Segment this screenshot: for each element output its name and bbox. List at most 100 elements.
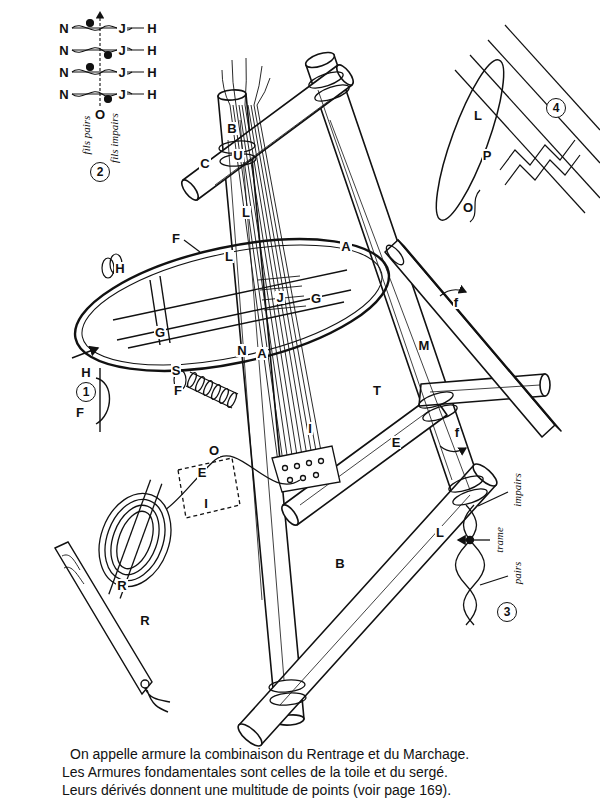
part-letter: F <box>173 384 183 397</box>
heddle-rods-part <box>128 302 344 348</box>
peg-block-part <box>301 476 306 481</box>
callout-circle: 4 <box>546 98 566 118</box>
lashings-part <box>270 691 307 706</box>
warp-threads-part <box>254 105 318 462</box>
part-letter: N <box>236 344 247 357</box>
thread-spool-part <box>110 506 161 573</box>
figure-one <box>72 348 110 432</box>
part-letter: E <box>197 466 208 479</box>
thread-spool-part <box>94 491 175 589</box>
figure-two-part <box>87 20 94 27</box>
thread-spool-part <box>87 483 184 596</box>
wood-grain-part <box>280 495 470 705</box>
part-letter: J <box>275 291 284 304</box>
figure-four-part <box>424 54 516 226</box>
loom-logs-part <box>304 49 336 70</box>
part-letter: M <box>418 339 431 352</box>
figure-three-part <box>456 505 477 625</box>
lashings-part <box>313 81 351 104</box>
annotation: fils pairs <box>80 115 92 156</box>
part-letter: F <box>171 232 181 245</box>
warp-threads-part <box>258 276 306 310</box>
annotation: fils impairs <box>108 112 120 164</box>
warp-threads-part <box>257 78 270 105</box>
part-letter: O <box>208 444 220 457</box>
peg-block <box>165 446 340 518</box>
warp-threads-part <box>251 105 313 462</box>
lashings-part <box>451 485 489 508</box>
part-letter: G <box>310 292 322 305</box>
figure-one-part <box>72 348 98 358</box>
loom-logs <box>179 49 561 749</box>
part-letter: L <box>473 109 483 122</box>
part-letter: B <box>226 122 237 135</box>
shuttle-stick-part <box>62 555 84 584</box>
warp-threads-part <box>236 105 288 462</box>
shuttle-stick-part <box>145 688 170 712</box>
part-letter: H <box>146 88 157 101</box>
figure-two-part <box>72 93 144 94</box>
callout-number: 1 <box>83 386 90 398</box>
figure-three-part <box>464 505 485 625</box>
figure-two-part <box>105 52 112 59</box>
wood-grain-part <box>430 385 540 392</box>
figure-two-part <box>72 27 144 28</box>
coil-s-part <box>186 386 232 408</box>
part-letter: I <box>307 422 313 435</box>
warp-threads-part <box>233 105 283 462</box>
part-letter: H <box>146 66 157 79</box>
coil-s <box>186 371 238 408</box>
caption: On appelle armure la combinaison du Rent… <box>62 745 477 799</box>
thread-spool-part <box>102 499 168 582</box>
warp-threads-part <box>239 105 293 462</box>
annotation: trame <box>493 526 505 554</box>
part-letter: N <box>58 22 69 35</box>
heddle-rods <box>113 270 351 348</box>
motion-arrows-part <box>184 240 200 252</box>
part-letter: A <box>340 240 351 253</box>
warp-threads <box>222 58 323 462</box>
loom-logs-part <box>179 177 201 202</box>
shuttle-stick-part <box>141 680 149 688</box>
loom-logs-part <box>334 62 356 87</box>
loom-logs-part <box>239 465 496 745</box>
loom-logs-part <box>279 502 301 527</box>
lashings-part <box>307 68 345 91</box>
loom-logs-part <box>218 89 247 101</box>
part-letter: L <box>435 526 445 539</box>
peg-block-part <box>295 464 300 469</box>
shuttle-stick <box>55 542 170 712</box>
part-letter: E <box>391 436 402 449</box>
part-letter: B <box>334 557 345 570</box>
heddle-rods-part <box>113 270 347 320</box>
part-letter: A <box>256 347 267 360</box>
figure-three-part <box>467 537 474 544</box>
part-letter: L <box>241 206 251 219</box>
figure-four-part <box>488 40 600 163</box>
coil-s-part <box>226 391 238 408</box>
oval-frame-part <box>72 222 393 387</box>
figure-two-part <box>72 49 144 50</box>
figure-three-part <box>480 576 508 585</box>
peg-block-part <box>283 466 288 471</box>
lashings-part <box>421 401 459 424</box>
wood-grain-part <box>215 100 330 185</box>
part-letter: O <box>94 108 106 121</box>
wood-grain <box>215 90 540 705</box>
part-letter: H <box>80 366 91 379</box>
part-letter: H <box>146 22 157 35</box>
callout-number: 2 <box>97 166 104 178</box>
oval-frame-part <box>102 258 114 278</box>
part-letter: P <box>482 149 493 162</box>
part-letter: T <box>372 384 382 397</box>
lashings-part <box>383 243 406 268</box>
loom-logs-part <box>540 374 550 396</box>
shuttle-stick-part <box>55 542 152 694</box>
part-letter: H <box>114 262 125 275</box>
part-letter: H <box>146 44 157 57</box>
callout-circle: 2 <box>90 162 110 182</box>
part-letter: N <box>58 44 69 57</box>
thread-spool-part <box>109 480 151 595</box>
warp-threads-part <box>245 58 246 105</box>
peg-block-part <box>307 461 312 466</box>
